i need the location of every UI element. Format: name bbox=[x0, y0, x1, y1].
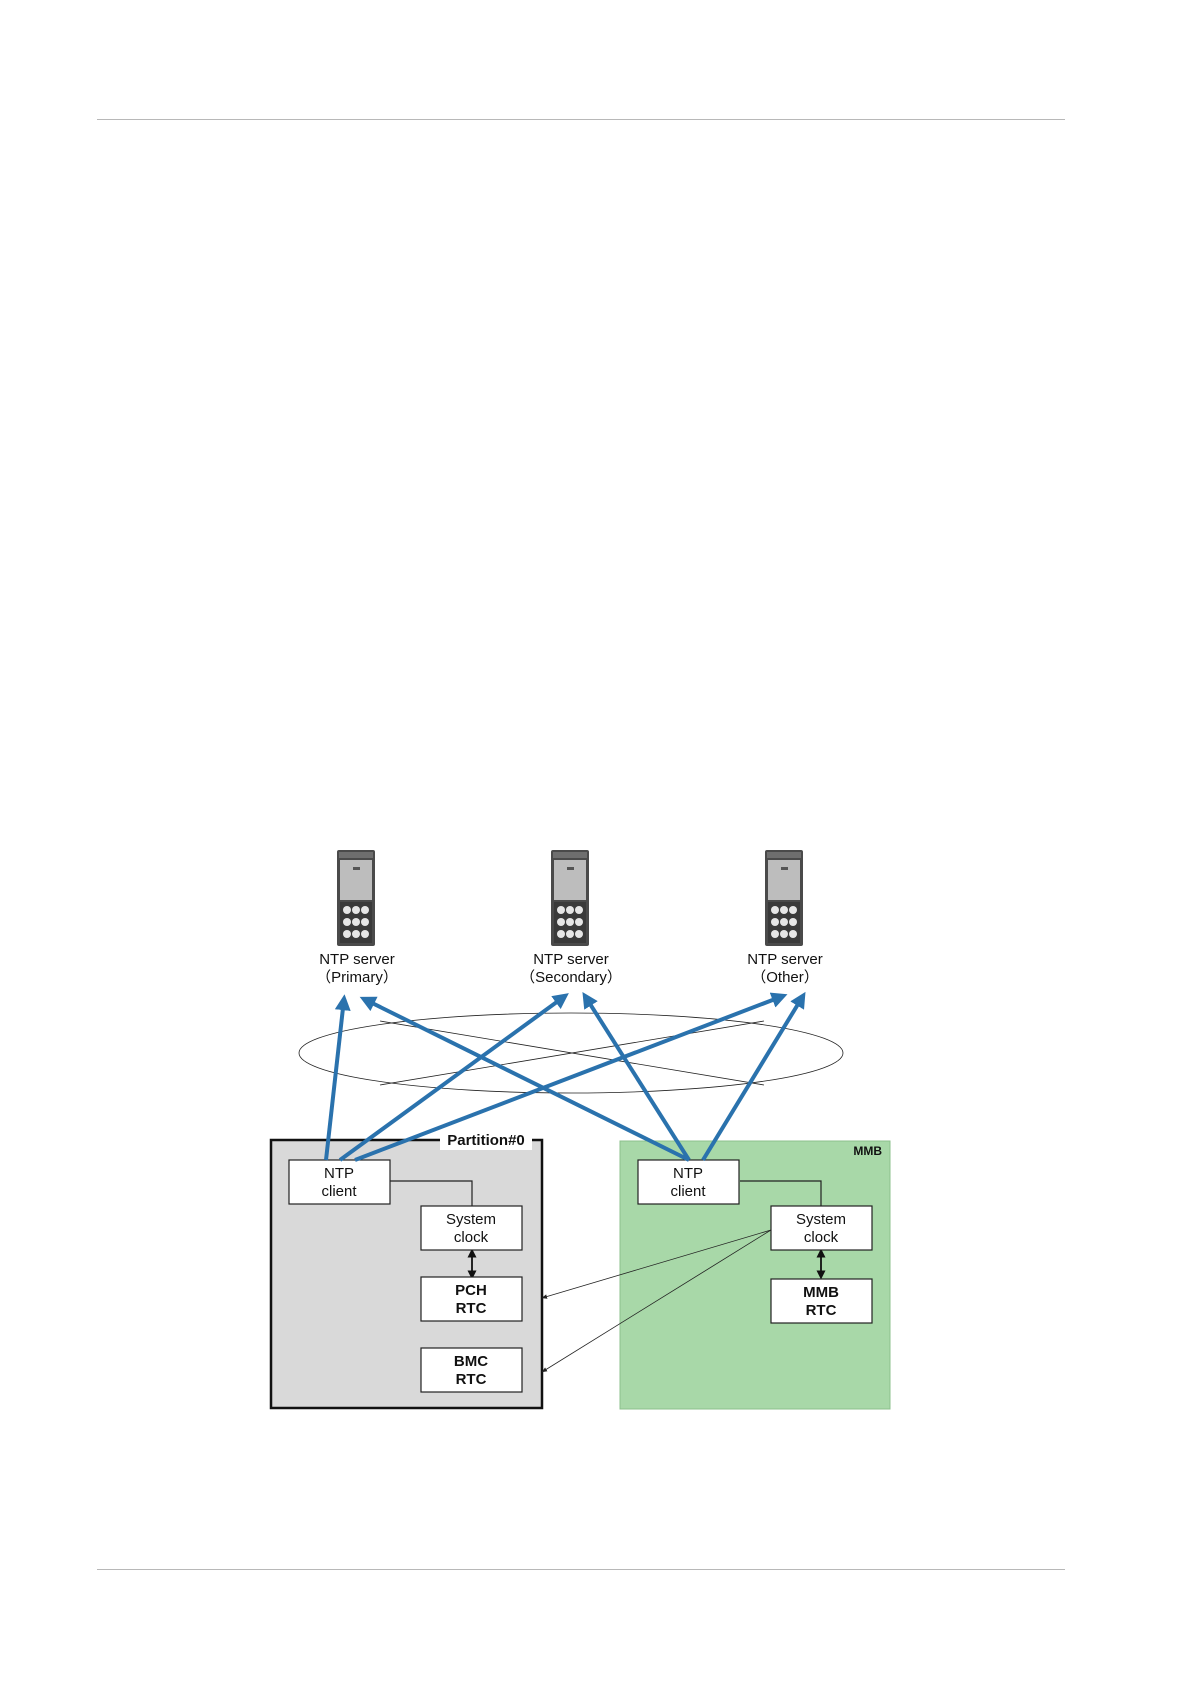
mmb-title: MMB bbox=[853, 1144, 882, 1158]
server-tower-icon bbox=[337, 850, 375, 946]
server-other-label: NTP server bbox=[747, 951, 823, 968]
server-secondary-sublabel: （Secondary） bbox=[520, 969, 622, 986]
partition-ntp-client-label: NTP bbox=[324, 1165, 354, 1182]
partition-pch-rtc-label: PCH bbox=[455, 1282, 487, 1299]
mmb-rtc-label: MMB bbox=[803, 1284, 839, 1301]
mmb-rtc-sublabel: RTC bbox=[806, 1302, 837, 1319]
server-secondary-label: NTP server bbox=[533, 951, 609, 968]
partition-title: Partition#0 bbox=[447, 1132, 525, 1149]
partition-pch-rtc-sublabel: RTC bbox=[456, 1300, 487, 1317]
server-tower-icon bbox=[765, 850, 803, 946]
partition-bmc-rtc-label: BMC bbox=[454, 1353, 488, 1370]
partition-to-primary-link bbox=[326, 999, 344, 1160]
partition-system-clock-label: System bbox=[446, 1211, 496, 1228]
server-primary-label: NTP server bbox=[319, 951, 395, 968]
mmb-ntp-client-sublabel: client bbox=[670, 1183, 706, 1200]
server-primary-sublabel: （Primary） bbox=[316, 969, 398, 986]
mmb-ntp-client-label: NTP bbox=[673, 1165, 703, 1182]
partition-system-clock-sublabel: clock bbox=[454, 1229, 489, 1246]
server-tower-icon bbox=[551, 850, 589, 946]
partition-bmc-rtc-sublabel: RTC bbox=[456, 1371, 487, 1388]
mmb-system-clock-sublabel: clock bbox=[804, 1229, 839, 1246]
partition-ntp-client-sublabel: client bbox=[321, 1183, 357, 1200]
server-other-sublabel: （Other） bbox=[751, 969, 819, 986]
mmb-system-clock-label: System bbox=[796, 1211, 846, 1228]
